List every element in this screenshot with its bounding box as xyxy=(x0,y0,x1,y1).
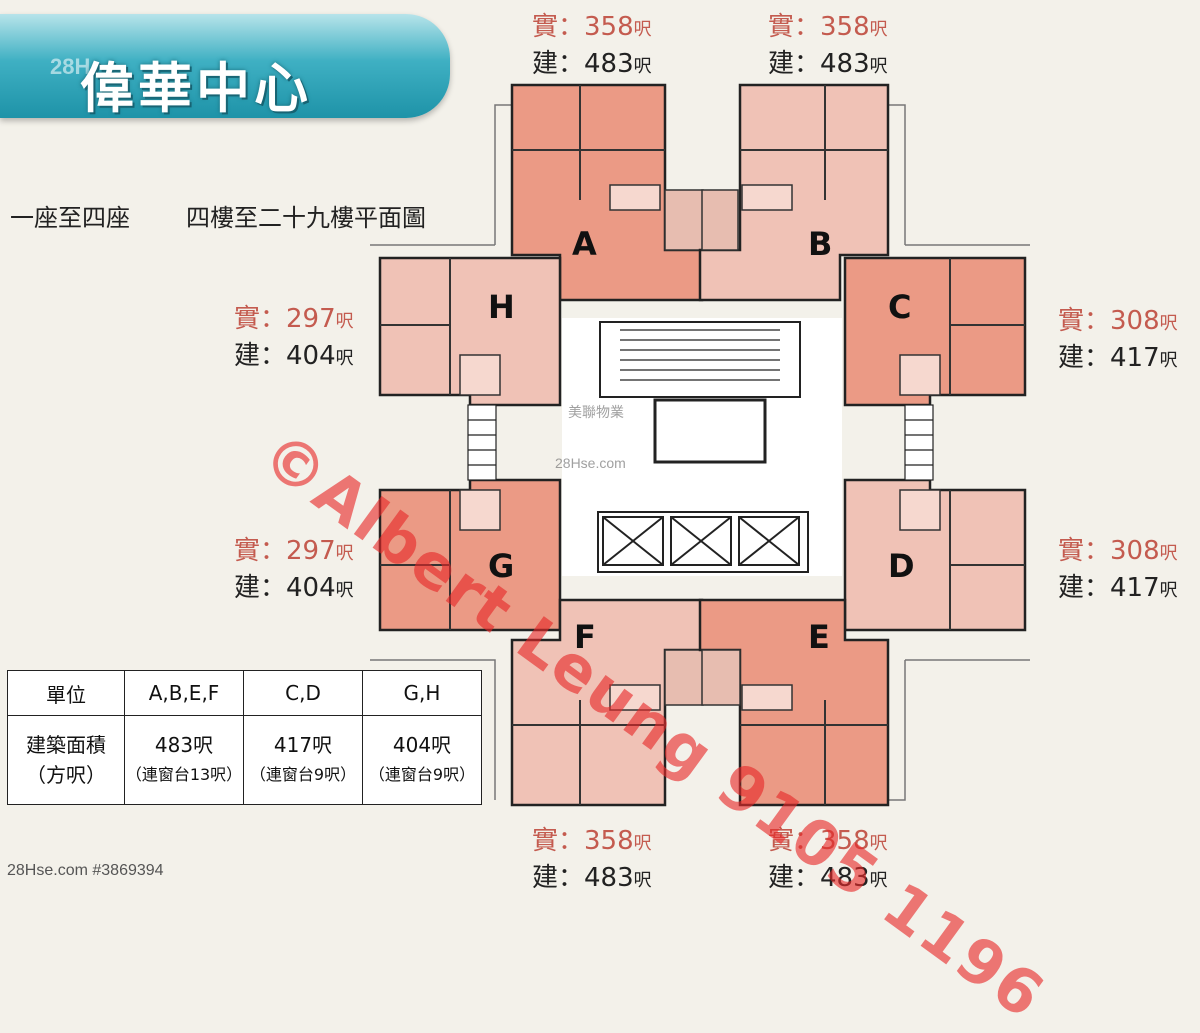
central-core xyxy=(562,318,842,576)
unit-b-area-label: 實：358呎 建：483呎 xyxy=(768,12,888,79)
agency-watermark: 美聯物業 xyxy=(568,404,624,420)
unit-f-shape xyxy=(510,598,704,807)
unit-h-shape xyxy=(378,256,562,407)
area-table: 單位 A,B,E,F C,D G,H 建築面積（方呎） 483呎（連窗台13呎）… xyxy=(7,670,482,805)
table-header: C,D xyxy=(243,670,363,716)
unit-d-area-label: 實：308呎 建：417呎 xyxy=(1058,536,1178,603)
lift-icon xyxy=(602,516,800,566)
unit-c-shape xyxy=(843,256,1027,407)
table-cell: 417呎（連窗台9呎） xyxy=(243,715,363,805)
unit-e-shape xyxy=(698,598,890,807)
unit-f-area-label: 實：358呎 建：483呎 xyxy=(532,826,652,893)
unit-c-area-label: 實：308呎 建：417呎 xyxy=(1058,306,1178,373)
unit-e-area-label: 實：358呎 建：483呎 xyxy=(768,826,888,893)
unit-e-letter: E xyxy=(808,618,830,656)
unit-a-shape xyxy=(510,83,704,302)
site-watermark: 28H xyxy=(50,54,91,79)
table-cell: 483呎（連窗台13呎） xyxy=(124,715,244,805)
table-header: A,B,E,F xyxy=(124,670,244,716)
unit-h-area-label: 實：297呎 建：404呎 xyxy=(234,304,354,371)
unit-a-area-label: 實：358呎 建：483呎 xyxy=(532,12,652,79)
table-row: 建築面積（方呎） 483呎（連窗台13呎） 417呎（連窗台9呎） 404呎（連… xyxy=(7,715,482,805)
table-header-row: 單位 A,B,E,F C,D G,H xyxy=(7,670,482,716)
floor-plan: A B C D E F G H xyxy=(370,83,1030,807)
unit-g-area-label: 實：297呎 建：404呎 xyxy=(234,536,354,603)
table-row-label: 建築面積（方呎） xyxy=(7,715,125,805)
table-cell: 404呎（連窗台9呎） xyxy=(362,715,482,805)
listing-id: 28Hse.com #3869394 xyxy=(7,862,164,879)
unit-g-shape xyxy=(378,478,562,632)
unit-d-shape xyxy=(843,478,1027,632)
blocks-subtitle: 一座至四座 xyxy=(10,204,130,232)
unit-b-letter: B xyxy=(808,225,832,263)
table-header: G,H xyxy=(362,670,482,716)
site-watermark-center: 28Hse.com xyxy=(555,455,626,471)
building-title: 偉華中心 xyxy=(80,57,312,120)
unit-c-letter: C xyxy=(888,288,911,326)
title-banner: 28H 偉華中心 xyxy=(0,14,450,120)
unit-d-letter: D xyxy=(888,547,915,585)
unit-g-letter: G xyxy=(488,547,514,585)
unit-a-letter: A xyxy=(572,225,597,263)
unit-f-letter: F xyxy=(574,618,596,656)
unit-b-shape xyxy=(698,83,890,302)
table-header: 單位 xyxy=(7,670,125,716)
floors-subtitle: 四樓至二十九樓平面圖 xyxy=(186,204,426,232)
unit-h-letter: H xyxy=(488,288,515,326)
